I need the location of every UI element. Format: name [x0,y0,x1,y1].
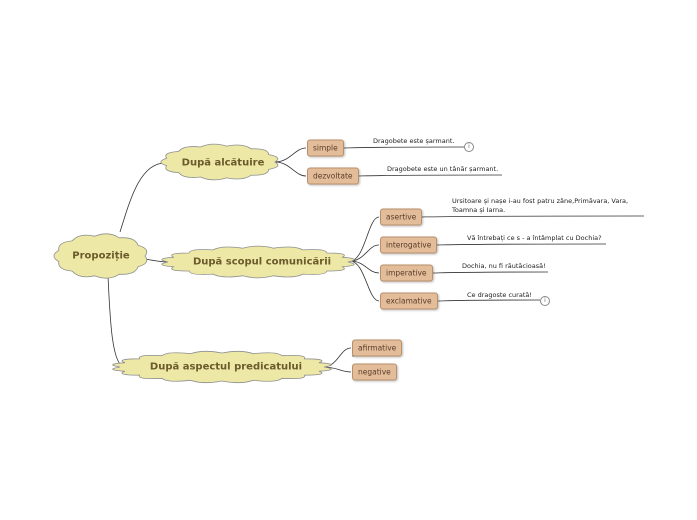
connector-root-branch-2 [107,275,126,368]
info-icon[interactable]: i [540,296,550,306]
branch-scop-cloud[interactable] [161,245,355,279]
subtopic-dezvoltate[interactable]: dezvoltate [307,167,359,185]
root-topic-label[interactable]: Propoziție [72,250,130,262]
branch-alcatuire-label[interactable]: După alcătuire [181,157,265,169]
note-asertive: Ursitoare și nașe i-au fost patru zâne,P… [452,197,629,214]
note-line-simple [341,146,465,149]
note-simple: Dragobete este șarmant. [373,137,455,145]
root-topic-cloud[interactable] [53,233,148,279]
subtopic-exclamative[interactable]: exclamative [380,292,438,310]
note-line-imperative [429,271,549,274]
subtopic-imperative[interactable]: imperative [380,264,433,282]
note-line-asertive [418,215,645,218]
subtopic-afirmative[interactable]: afirmative [352,339,403,357]
connector-root-branch-0 [119,162,166,233]
note-line-interogative [434,243,607,246]
note-dezvoltate: Dragobete este un tânăr șarmant. [387,165,499,173]
connector-b1-exclamative [349,260,380,302]
subtopic-simple[interactable]: simple [307,139,344,157]
subtopic-asertive[interactable]: asertive [380,208,423,226]
note-line-exclamative [434,299,541,302]
info-icon[interactable]: i [464,142,474,152]
connector-b1-imperative [349,260,380,274]
subtopic-negative[interactable]: negative [352,363,397,381]
connector-b1-interogative [349,244,380,262]
note-interogative: Vă întrebați ce s - a întâmplat cu Dochi… [467,234,602,242]
subtopic-interogative[interactable]: interogative [380,236,438,254]
note-line-dezvoltate [356,174,503,177]
branch-scop-label[interactable]: După scopul comunicării [192,256,332,268]
note-exclamative: Ce dragoste curată! [467,291,532,299]
note-imperative: Dochia, nu fi răutăcioasă! [462,262,546,270]
branch-predicat-label[interactable]: După aspectul predicatului [149,361,303,373]
connector-b0-dezvoltate [274,161,307,177]
branch-alcatuire-cloud[interactable] [160,143,279,181]
connector-b0-simple [274,147,307,163]
branch-predicat-cloud[interactable] [112,350,332,384]
